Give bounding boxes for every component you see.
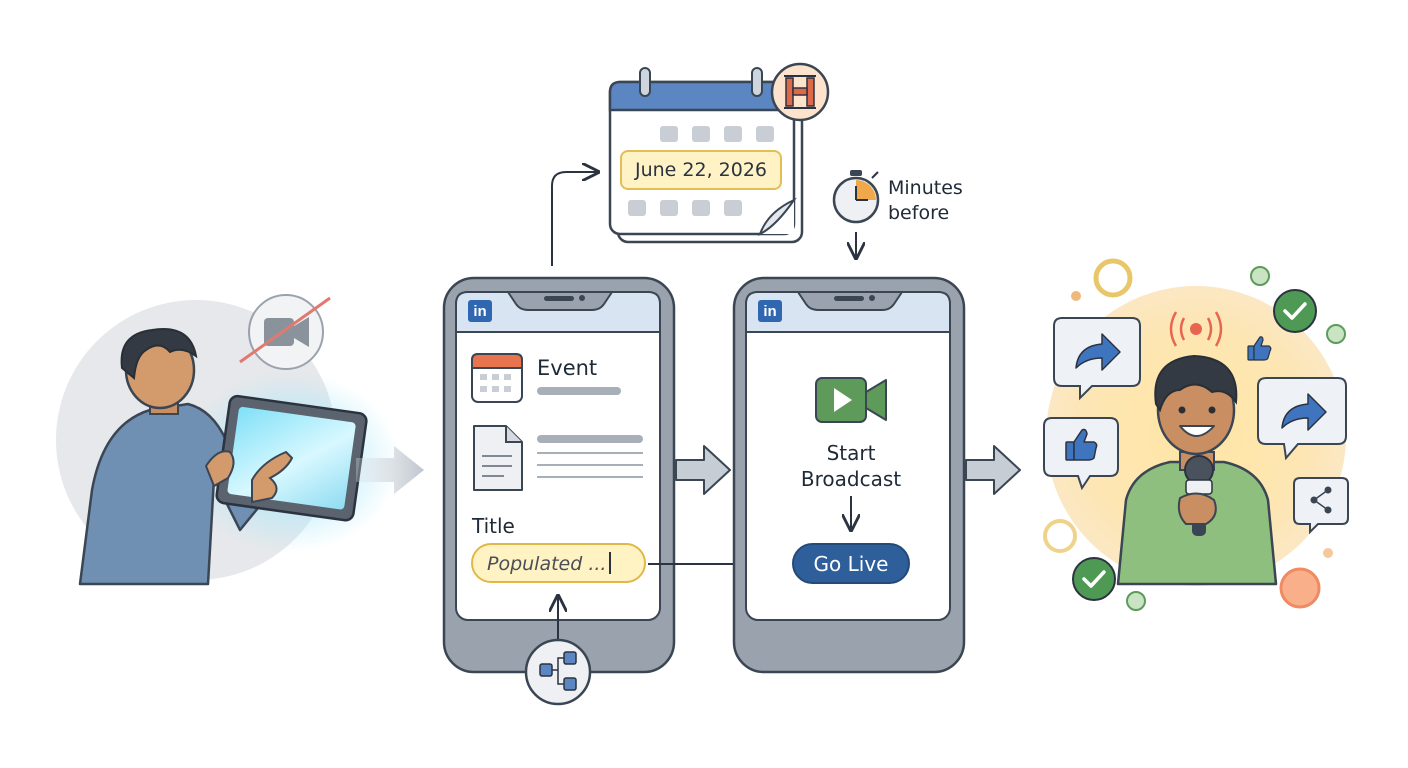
thumbs-up-icon bbox=[1065, 428, 1098, 461]
audience-group bbox=[1043, 258, 1349, 611]
flow-arrow-2 bbox=[675, 445, 731, 495]
stopwatch-icon bbox=[832, 170, 880, 224]
title-label: Title bbox=[472, 514, 515, 538]
share-icon bbox=[1310, 486, 1332, 514]
reminder-label: Minutes before bbox=[888, 176, 963, 226]
camera-off-icon bbox=[239, 294, 331, 370]
workflow-icon bbox=[524, 638, 592, 706]
title-input-value: Populated ... bbox=[487, 553, 607, 575]
video-camera-icon bbox=[815, 377, 887, 423]
thumbs-up-icon bbox=[1247, 336, 1272, 361]
calendar-icon bbox=[471, 353, 523, 403]
flow-arrow-1 bbox=[356, 446, 424, 494]
like-bubble-left bbox=[1043, 417, 1119, 491]
event-label: Event bbox=[537, 356, 598, 380]
presenter-group bbox=[56, 294, 400, 586]
share-bubble-small bbox=[1293, 477, 1349, 535]
start-broadcast-label: Start Broadcast bbox=[800, 441, 902, 491]
text-caret bbox=[609, 552, 612, 574]
speaker bbox=[1116, 354, 1278, 586]
event-date: June 22, 2026 bbox=[620, 150, 782, 190]
reminder-line-2: before bbox=[888, 202, 950, 224]
share-arrow-icon bbox=[1281, 393, 1327, 431]
reminder-line-1: Minutes bbox=[888, 177, 963, 199]
broadcast-signal-icon bbox=[1169, 311, 1223, 347]
h-icon bbox=[770, 62, 830, 122]
linkedin-logo: in bbox=[468, 300, 492, 322]
share-bubble-left bbox=[1053, 317, 1141, 401]
check-icon bbox=[1072, 557, 1116, 601]
flow-arrow-3 bbox=[965, 445, 1021, 495]
check-icon bbox=[1273, 289, 1317, 333]
connector-to-calendar bbox=[551, 172, 598, 266]
document-icon bbox=[473, 425, 523, 491]
share-bubble-right bbox=[1257, 377, 1347, 461]
share-arrow-icon bbox=[1075, 333, 1121, 371]
linkedin-logo: in bbox=[758, 300, 782, 322]
go-live-button[interactable]: Go Live bbox=[792, 543, 910, 584]
title-input[interactable]: Populated ... bbox=[471, 543, 646, 583]
